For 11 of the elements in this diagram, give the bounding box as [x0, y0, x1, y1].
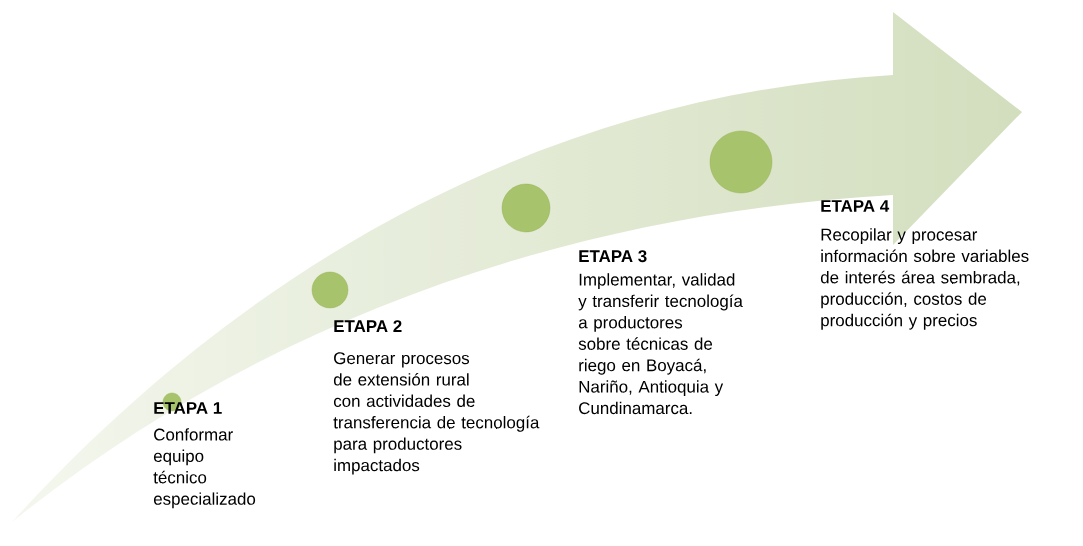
- stage-description: Recopilar y procesar información sobre variables de interés área sembrada, producción, costos de producción y precios: [820, 228, 1029, 330]
- stage-description: Implementar, validad y transferir tecnología a productores sobre técnicas de riego en Boyacá, Nariño, Antioquia y Cundinamarca.: [578, 273, 743, 415]
- stage-heading: ETAPA 4: [821, 200, 890, 212]
- stage-dot: [709, 130, 773, 194]
- stage-heading: ETAPA 3: [579, 250, 647, 263]
- stage-description: Conformar equipo técnico especializado: [153, 428, 256, 509]
- stage-dot: [501, 183, 551, 233]
- stage-description: Generar procesos de extensión rural con actividades de transferencia de tecnología para productores impactados: [333, 352, 540, 475]
- stage-heading: ETAPA 1: [154, 402, 222, 414]
- stage-heading: ETAPA 2: [334, 320, 402, 332]
- stage-dot: [311, 271, 349, 309]
